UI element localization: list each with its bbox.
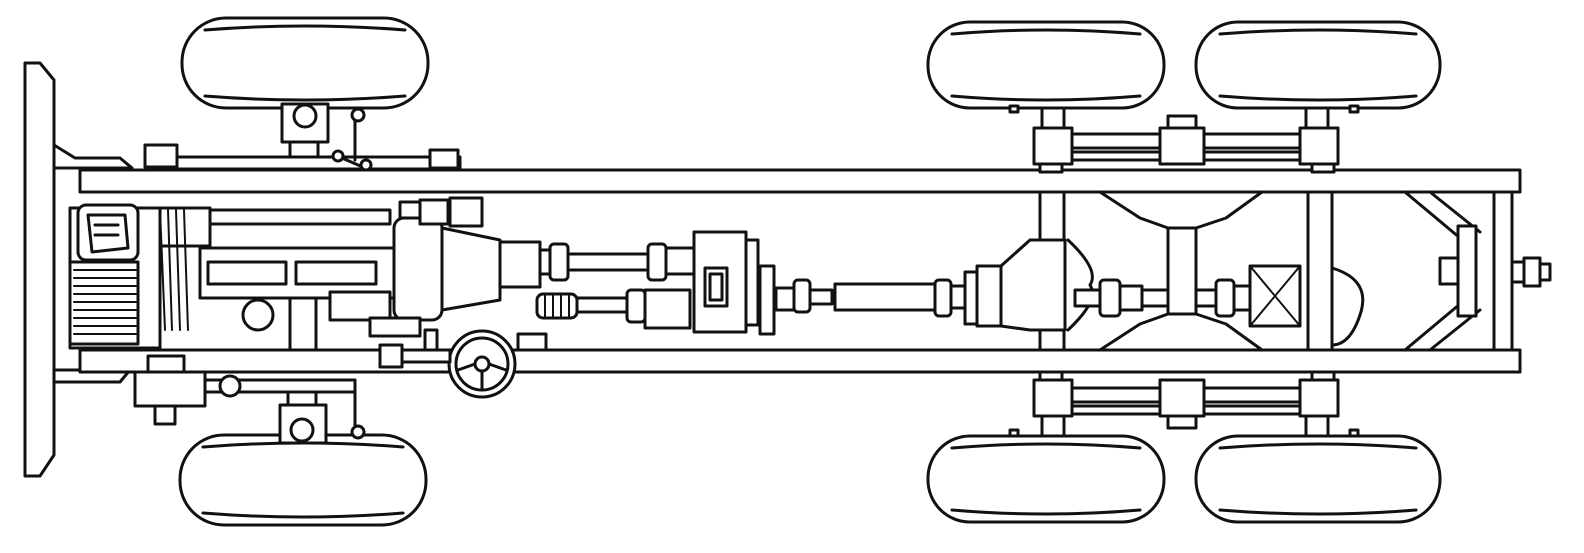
rear-suspension-upper	[1034, 108, 1338, 172]
rear-differential-1	[965, 240, 1092, 330]
steering-wheel	[380, 330, 546, 397]
cross-member-3	[1494, 192, 1512, 350]
bumper-bracket-upper	[54, 145, 132, 168]
inter-axle-shaft	[1075, 280, 1170, 316]
engine	[160, 208, 395, 350]
rear-wheel-lower-1	[928, 430, 1164, 522]
drive-shaft-front-lower	[537, 290, 690, 328]
transmission	[330, 198, 540, 336]
drive-shaft-rear	[776, 280, 969, 316]
frame-rail-lower	[80, 350, 1520, 372]
front-spindle-upper	[145, 104, 460, 170]
front-bumper	[25, 63, 54, 476]
rear-wheel-lower-2	[1196, 430, 1440, 522]
rear-wheel-upper-1	[928, 22, 1164, 112]
rear-wheel-upper-2	[1196, 22, 1440, 112]
front-wheel-upper	[182, 18, 428, 108]
tow-hook	[1440, 226, 1550, 316]
rear-suspension-lower	[1034, 372, 1338, 436]
transfer-case	[694, 232, 774, 334]
drive-shaft-front-upper	[540, 244, 694, 280]
axle-housing-box	[1168, 228, 1196, 314]
diagonal-brace	[1405, 192, 1480, 350]
cross-member-2	[1308, 192, 1332, 350]
front-spindle-lower	[135, 356, 364, 443]
front-wheel-lower	[180, 435, 426, 525]
rear-differential-2	[1196, 266, 1363, 345]
frame-rail-upper	[80, 170, 1520, 192]
radiator	[70, 205, 160, 348]
